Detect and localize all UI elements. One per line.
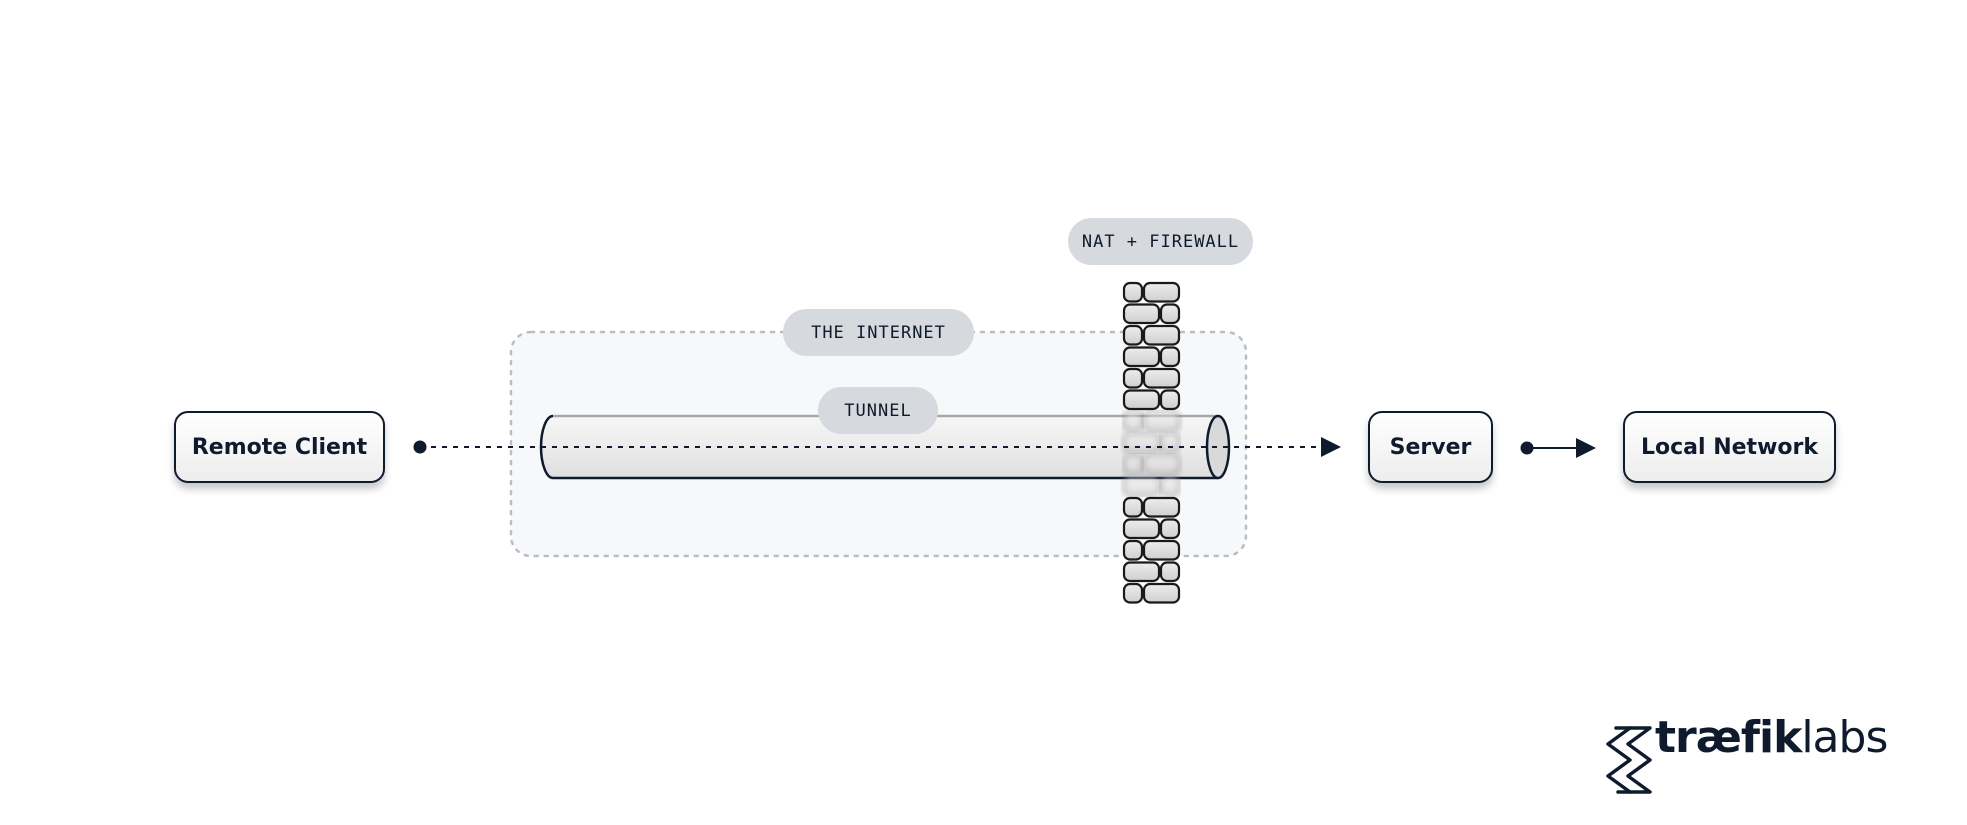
- firewall-brick: [1142, 539, 1181, 561]
- server-node: Server: [1368, 411, 1493, 483]
- tunnel-end-cap: [1205, 414, 1231, 480]
- firewall-brick: [1122, 410, 1144, 432]
- firewall-brick: [1142, 281, 1181, 303]
- traefik-logo-icon: [1606, 726, 1652, 794]
- firewall-brick: [1142, 453, 1181, 475]
- logo-wordmark-strong: træfik: [1655, 712, 1802, 763]
- firewall-brick: [1122, 303, 1161, 325]
- firewall-brick: [1122, 432, 1161, 454]
- firewall-brick: [1142, 367, 1181, 389]
- firewall-brick: [1122, 346, 1161, 368]
- firewall-label: NAT + FIREWALL: [1068, 218, 1253, 265]
- firewall-brick: [1122, 324, 1144, 346]
- local-network-node: Local Network: [1623, 411, 1836, 483]
- traefik-labs-logo: træfiklabs: [1655, 716, 1888, 760]
- firewall-brick: [1122, 453, 1144, 475]
- firewall-brick: [1122, 496, 1144, 518]
- firewall-brick: [1122, 389, 1161, 411]
- remote-client-label: Remote Client: [191, 434, 368, 460]
- firewall-brick: [1142, 410, 1181, 432]
- firewall-brick: [1142, 324, 1181, 346]
- firewall-brick: [1122, 561, 1161, 583]
- firewall-brick: [1122, 281, 1144, 303]
- firewall-brick: [1122, 475, 1161, 497]
- server-label: Server: [1389, 434, 1472, 460]
- local-network-label: Local Network: [1641, 434, 1818, 460]
- firewall-wall: [1122, 281, 1181, 604]
- firewall-brick: [1159, 518, 1181, 540]
- firewall-brick: [1122, 367, 1144, 389]
- firewall-brick: [1122, 539, 1144, 561]
- firewall-brick: [1159, 432, 1181, 454]
- firewall-brick: [1159, 475, 1181, 497]
- logo-wordmark-light: labs: [1801, 712, 1888, 763]
- firewall-brick: [1142, 582, 1181, 604]
- firewall-brick: [1159, 389, 1181, 411]
- internet-label: THE INTERNET: [783, 309, 974, 356]
- remote-client-node: Remote Client: [174, 411, 385, 483]
- tunnel-label: TUNNEL: [818, 387, 938, 434]
- firewall-brick: [1122, 582, 1144, 604]
- firewall-brick: [1159, 346, 1181, 368]
- firewall-brick: [1122, 518, 1161, 540]
- firewall-brick: [1159, 303, 1181, 325]
- firewall-brick: [1142, 496, 1181, 518]
- firewall-brick: [1159, 561, 1181, 583]
